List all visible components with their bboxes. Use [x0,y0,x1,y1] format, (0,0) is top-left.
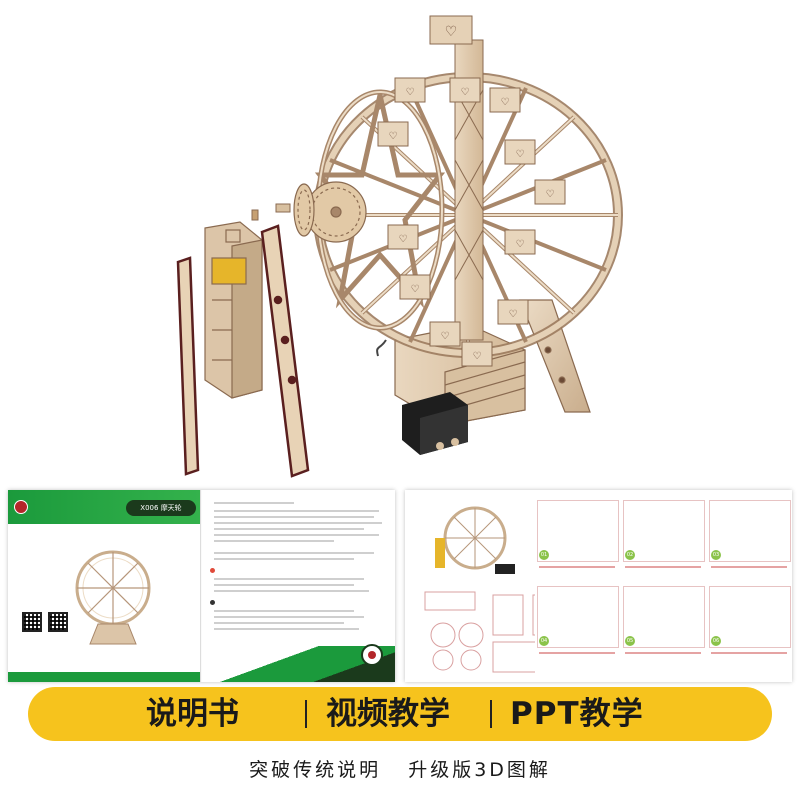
step-02: 02 [623,500,705,562]
svg-text:♡: ♡ [461,87,470,98]
heart-sign: ♡ [429,15,473,45]
qr-code-1 [22,612,42,632]
feature-manual: 说明书 [146,696,239,732]
rear-support-frame [519,299,591,413]
left-side-panel-far [176,256,200,476]
svg-text:♡: ♡ [501,97,510,108]
cover-ferris-wheel-illustration [75,550,151,645]
manual-spread-steps: 01 02 03 04 05 06 [405,490,792,682]
manual-cover-page: X006 摩天轮 [8,490,201,682]
step-03: 03 [709,500,791,562]
manual-spread-cover: X006 摩天轮 [8,490,395,682]
feature-banner: 说明书 视频教学 PPT教学 [28,687,772,741]
motor-assembly [204,221,263,399]
manual-steps-page: 01 02 03 04 05 06 [535,490,792,682]
svg-text:♡: ♡ [399,234,408,245]
svg-text:♡: ♡ [546,189,555,200]
manual-intro-page [202,490,395,682]
drive-gear-small [293,183,315,237]
left-side-panel-near [260,224,310,478]
round-brand-logo-icon [361,644,383,666]
svg-text:♡: ♡ [389,131,398,142]
step-05: 05 [623,586,705,648]
gondolas [377,77,566,367]
cover-footer-band [8,672,200,682]
banner-subtitle: 突破传统说明 升级版3D图解 [249,759,551,781]
svg-text:♡: ♡ [509,309,518,320]
motor-cable [376,339,387,357]
banner-divider [305,700,307,728]
svg-text:♡: ♡ [445,24,458,40]
model-code: X006 [140,504,159,512]
banner-divider [490,700,492,728]
svg-text:♡: ♡ [516,239,525,250]
cover-title-pill: X006 摩天轮 [126,500,196,516]
feature-video-tutorial: 视频教学 [326,696,450,732]
battery-box [402,392,468,455]
brand-logo-icon [14,500,28,514]
svg-text:♡: ♡ [441,331,450,342]
svg-text:♡: ♡ [473,351,482,362]
parts-exploded-illustration [435,506,515,574]
axle-pin [251,203,291,221]
svg-text:♡: ♡ [411,284,420,295]
drive-gear-large [305,181,367,243]
step-01: 01 [537,500,619,562]
qr-code-2 [48,612,68,632]
gondola-hearts: ♡ ♡ ♡ ♡ ♡ ♡ ♡ ♡ ♡ ♡ ♡ ♡ [389,87,555,362]
svg-text:♡: ♡ [406,87,415,98]
feature-ppt-tutorial: PPT教学 [510,696,644,732]
warning-icon [210,568,215,573]
tools-icon [210,600,215,605]
step-06: 06 [709,586,791,648]
ferris-wheel-product-image: ♡ ♡ ♡ ♡ ♡ ♡ ♡ ♡ ♡ ♡ ♡ ♡ ♡ [176,15,623,478]
svg-text:♡: ♡ [516,149,525,160]
step-04: 04 [537,586,619,648]
product-name: 摩天轮 [160,504,182,512]
